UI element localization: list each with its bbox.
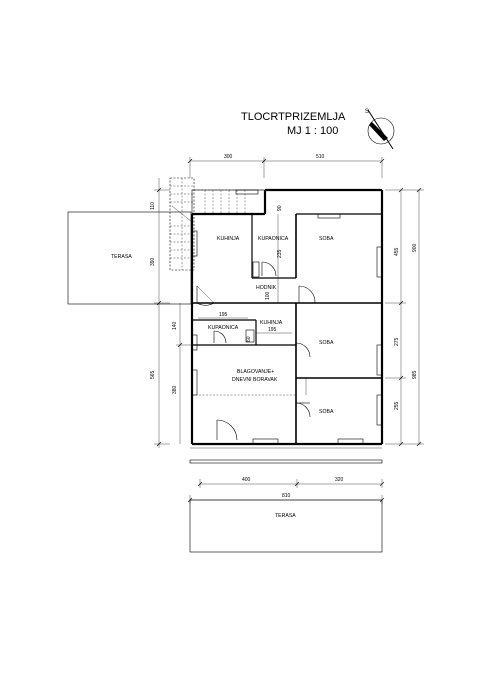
terrace-left: TERASA [67,211,192,305]
doors [196,261,316,441]
dim-inner-235: 235 [277,249,283,258]
room-label-kuhinja-top: KUHINJA [217,236,240,242]
dim-top-510: 510 [316,154,325,160]
dim-bottom-320: 320 [335,477,344,483]
dim-right-455: 455 [394,247,400,256]
room-labels: KUHINJA KUPAONICA SOBA HODNIK KUPAONICA … [208,236,334,415]
dimension-top: 300 510 [187,154,385,178]
dim-inner-195-b: 195 [268,327,277,333]
inner-dimensions: 90 235 100 195 195 60 [198,205,292,342]
dim-inner-60: 60 [246,336,252,342]
dim-right-985: 985 [412,370,418,379]
terrace-bottom: TERASA [189,447,383,553]
dim-inner-195-a: 195 [219,312,228,318]
dim-left-380: 380 [172,385,178,394]
north-arrow-label: S [365,109,369,115]
dim-left-140: 140 [172,321,178,330]
windows [191,189,383,445]
room-label-soba-mid: SOBA [319,340,334,346]
room-label-soba-top: SOBA [319,236,334,242]
interior-walls [192,213,382,444]
room-label-terasa-left: TERASA [111,254,132,260]
dim-left-110: 110 [150,202,156,210]
dim-top-300: 300 [224,154,233,160]
staircase [169,177,264,271]
dim-bottom-400: 400 [242,477,251,483]
north-arrow-icon: S [365,109,395,150]
room-label-hodnik: HODNIK [256,285,277,291]
dim-inner-90: 90 [277,205,283,211]
dimension-right: 455 900 275 985 255 [385,187,424,447]
dim-right-275: 275 [394,337,400,346]
dim-right-900: 900 [412,243,418,252]
room-label-blagovanje: BLAGOVANJE+ [237,369,274,375]
room-label-kupaonica-top: KUPAONICA [258,236,289,242]
room-label-dnevni-boravak: DNEVNI BORAVAK [232,377,278,383]
dim-left-565: 565 [150,370,156,379]
dimension-left-outer: 110 390 565 [150,178,170,448]
room-label-terasa-bottom: TERASA [275,513,296,519]
dim-right-255: 255 [394,401,400,410]
plan-title: TLOCRTPRIZEMLJA [241,111,346,123]
dim-left-390: 390 [150,257,156,266]
room-label-kuhinja-bottom: KUHINJA [260,320,283,326]
dimension-left-inner: 140 380 [172,303,192,444]
dim-bottom-810: 810 [282,493,291,499]
room-label-soba-bottom: SOBA [319,409,334,415]
plan-scale: MJ 1 : 100 [287,125,338,137]
dim-inner-100: 100 [265,291,271,300]
room-label-kupaonica-bottom: KUPAONICA [208,325,239,331]
